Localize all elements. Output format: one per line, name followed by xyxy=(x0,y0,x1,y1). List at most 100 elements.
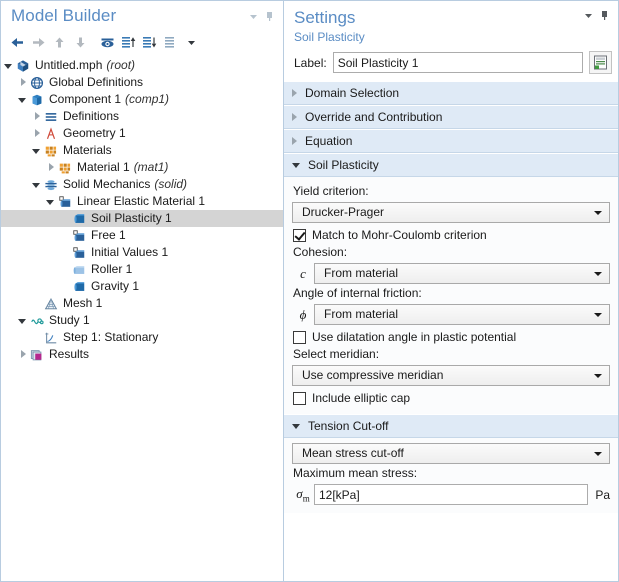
move-up-button[interactable] xyxy=(49,32,69,52)
tree-item-component-1[interactable]: Component 1(comp1) xyxy=(1,91,283,108)
expand-chevron-right-icon[interactable] xyxy=(15,74,29,91)
settings-panel: Settings Soil Plasticity Label: xyxy=(283,0,619,582)
tree-item-free-1[interactable]: Free 1 xyxy=(1,227,283,244)
tree-item-mesh-1[interactable]: Mesh 1 xyxy=(1,295,283,312)
pin-icon[interactable] xyxy=(261,8,277,24)
match-mohr-coulomb-checkbox[interactable]: Match to Mohr-Coulomb criterion xyxy=(293,228,610,242)
tension-cutoff-mode-select[interactable]: Mean stress cut-off xyxy=(292,443,610,464)
tree-item-label: Solid Mechanics xyxy=(63,177,151,191)
move-down-button[interactable] xyxy=(70,32,90,52)
section-domain-selection[interactable]: Domain Selection xyxy=(284,81,618,105)
chevron-down-icon xyxy=(594,373,602,378)
tree-item-label: Definitions xyxy=(63,109,120,123)
include-elliptic-cap-checkbox[interactable]: Include elliptic cap xyxy=(293,391,610,405)
cohesion-value: From material xyxy=(324,266,399,280)
back-button[interactable] xyxy=(7,32,27,52)
expand-chevron-right-icon[interactable] xyxy=(29,125,43,142)
study-icon xyxy=(29,313,45,329)
model-builder-title: Model Builder xyxy=(11,6,117,25)
material-icon xyxy=(57,160,73,176)
select-meridian-value: Use compressive meridian xyxy=(302,368,444,382)
section-title: Tension Cut-off xyxy=(308,419,389,433)
tree-item-initial-values-1[interactable]: Initial Values 1 xyxy=(1,244,283,261)
results-icon xyxy=(29,347,45,363)
tree-item-tag: (comp1) xyxy=(125,92,170,106)
tree-item-material-1[interactable]: Material 1(mat1) xyxy=(1,159,283,176)
tree-item-step-1-stationary[interactable]: Step 1: Stationary xyxy=(1,329,283,346)
collapse-chevron-down-icon[interactable] xyxy=(1,57,15,74)
friction-angle-select[interactable]: From material xyxy=(314,304,610,325)
tree-item-label: Gravity 1 xyxy=(91,279,140,293)
settings-subtitle: Soil Plasticity xyxy=(294,30,365,44)
eye-icon[interactable] xyxy=(97,32,117,52)
collapse-chevron-down-icon[interactable] xyxy=(15,91,29,108)
collapse-chevron-down-icon[interactable] xyxy=(15,312,29,329)
forward-button[interactable] xyxy=(28,32,48,52)
collapse-chevron-down-icon[interactable] xyxy=(29,142,43,159)
label-input[interactable] xyxy=(332,52,583,73)
section-title: Equation xyxy=(305,134,353,148)
chevron-down-icon[interactable] xyxy=(245,8,261,24)
section-equation[interactable]: Equation xyxy=(284,129,618,153)
friction-angle-symbol: ϕ xyxy=(299,306,307,322)
expand-chevron-right-icon[interactable] xyxy=(29,108,43,125)
tree-item-gravity-1[interactable]: Gravity 1 xyxy=(1,278,283,295)
tree-item-geometry-1[interactable]: Geometry 1 xyxy=(1,125,283,142)
model-builder-toolbar xyxy=(1,31,283,53)
tree-item-linear-elastic-material-1[interactable]: Linear Elastic Material 1 xyxy=(1,193,283,210)
use-dilatation-angle-checkbox[interactable]: Use dilatation angle in plastic potentia… xyxy=(293,330,610,344)
select-meridian-select[interactable]: Use compressive meridian xyxy=(292,365,610,386)
tree-item-study-1[interactable]: Study 1 xyxy=(1,312,283,329)
solid-mechanics-icon xyxy=(43,177,59,193)
tree-item-solid-mechanics[interactable]: Solid Mechanics(solid) xyxy=(1,176,283,193)
collapse-all-button[interactable] xyxy=(118,32,138,52)
tree-item-roller-1[interactable]: Roller 1 xyxy=(1,261,283,278)
section-override-contribution[interactable]: Override and Contribution xyxy=(284,105,618,129)
cohesion-symbol: c xyxy=(300,265,306,281)
tree-item-label: Soil Plasticity 1 xyxy=(91,211,172,225)
chevron-right-icon xyxy=(292,89,297,97)
rename-description-button[interactable] xyxy=(589,51,612,74)
section-title: Override and Contribution xyxy=(305,110,443,124)
max-mean-stress-label: Maximum mean stress: xyxy=(293,466,418,480)
tree-item-results[interactable]: Results xyxy=(1,346,283,363)
mph-file-icon xyxy=(15,58,31,74)
chevron-right-icon xyxy=(292,137,297,145)
chevron-down-icon xyxy=(594,312,602,317)
tree-item-untitled-mph[interactable]: Untitled.mph(root) xyxy=(1,57,283,74)
list-icon[interactable] xyxy=(160,32,180,52)
settings-pin-icon[interactable] xyxy=(596,7,612,23)
expand-all-button[interactable] xyxy=(139,32,159,52)
collapse-chevron-down-icon[interactable] xyxy=(29,176,43,193)
toolbar-overflow-chevron-down-icon[interactable] xyxy=(181,32,201,52)
tree-item-label: Untitled.mph xyxy=(35,58,103,72)
tree-item-global-definitions[interactable]: Global Definitions xyxy=(1,74,283,91)
select-meridian-label: Select meridian: xyxy=(293,347,380,361)
tree-item-label: Initial Values 1 xyxy=(91,245,169,259)
settings-chevron-down-icon[interactable] xyxy=(580,7,596,23)
yield-criterion-select[interactable]: Drucker-Prager xyxy=(292,202,610,223)
section-tension-cutoff[interactable]: Tension Cut-off xyxy=(284,414,618,438)
mesh-icon xyxy=(43,296,59,312)
model-builder-panel: Model Builder xyxy=(0,0,283,582)
tree-item-soil-plasticity-1[interactable]: Soil Plasticity 1 xyxy=(1,210,283,227)
collapse-chevron-down-icon[interactable] xyxy=(43,193,57,210)
linear-elastic-icon xyxy=(57,194,73,210)
expand-chevron-right-icon[interactable] xyxy=(43,159,57,176)
settings-titlebar: Settings Soil Plasticity xyxy=(284,1,618,45)
section-soil-plasticity[interactable]: Soil Plasticity xyxy=(284,153,618,177)
tree-item-definitions[interactable]: Definitions xyxy=(1,108,283,125)
initial-values-icon xyxy=(71,245,87,261)
tree-item-tag: (solid) xyxy=(154,177,188,191)
cohesion-select[interactable]: From material xyxy=(314,263,610,284)
tree-item-label: Materials xyxy=(63,143,112,157)
max-mean-stress-input[interactable] xyxy=(314,484,589,505)
gravity-icon xyxy=(71,279,87,295)
tree-item-materials[interactable]: Materials xyxy=(1,142,283,159)
tree-item-label: Global Definitions xyxy=(49,75,144,89)
materials-icon xyxy=(43,143,59,159)
tension-cutoff-mode-value: Mean stress cut-off xyxy=(302,446,404,460)
expand-chevron-right-icon[interactable] xyxy=(15,346,29,363)
cohesion-row: c From material xyxy=(292,263,610,284)
